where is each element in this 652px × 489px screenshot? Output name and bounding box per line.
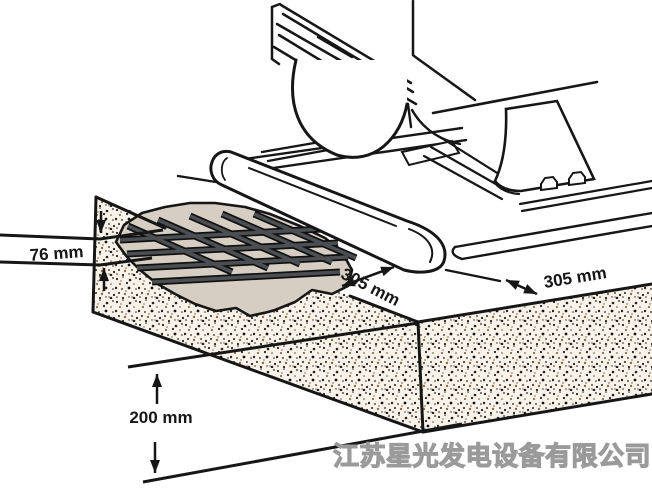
skid-front-rail xyxy=(209,149,447,274)
bracket-gusset-lines xyxy=(422,135,521,201)
dim-76mm-label: 76 mm xyxy=(29,242,84,265)
panel-top-edge xyxy=(431,80,599,115)
mounting-bracket xyxy=(493,99,596,193)
dim-200mm-label: 200 mm xyxy=(129,408,192,427)
machine-assembly xyxy=(176,0,652,283)
dim-200mm: 200 mm xyxy=(127,321,463,484)
skid-base-plate xyxy=(518,179,652,213)
bolt xyxy=(539,175,559,192)
bolt xyxy=(567,170,587,187)
pad-right-face-stipple xyxy=(418,284,652,432)
engine-oil-pan xyxy=(291,58,462,159)
dim-76mm: 76 mm xyxy=(0,211,164,291)
skid-right-rail xyxy=(444,211,652,283)
